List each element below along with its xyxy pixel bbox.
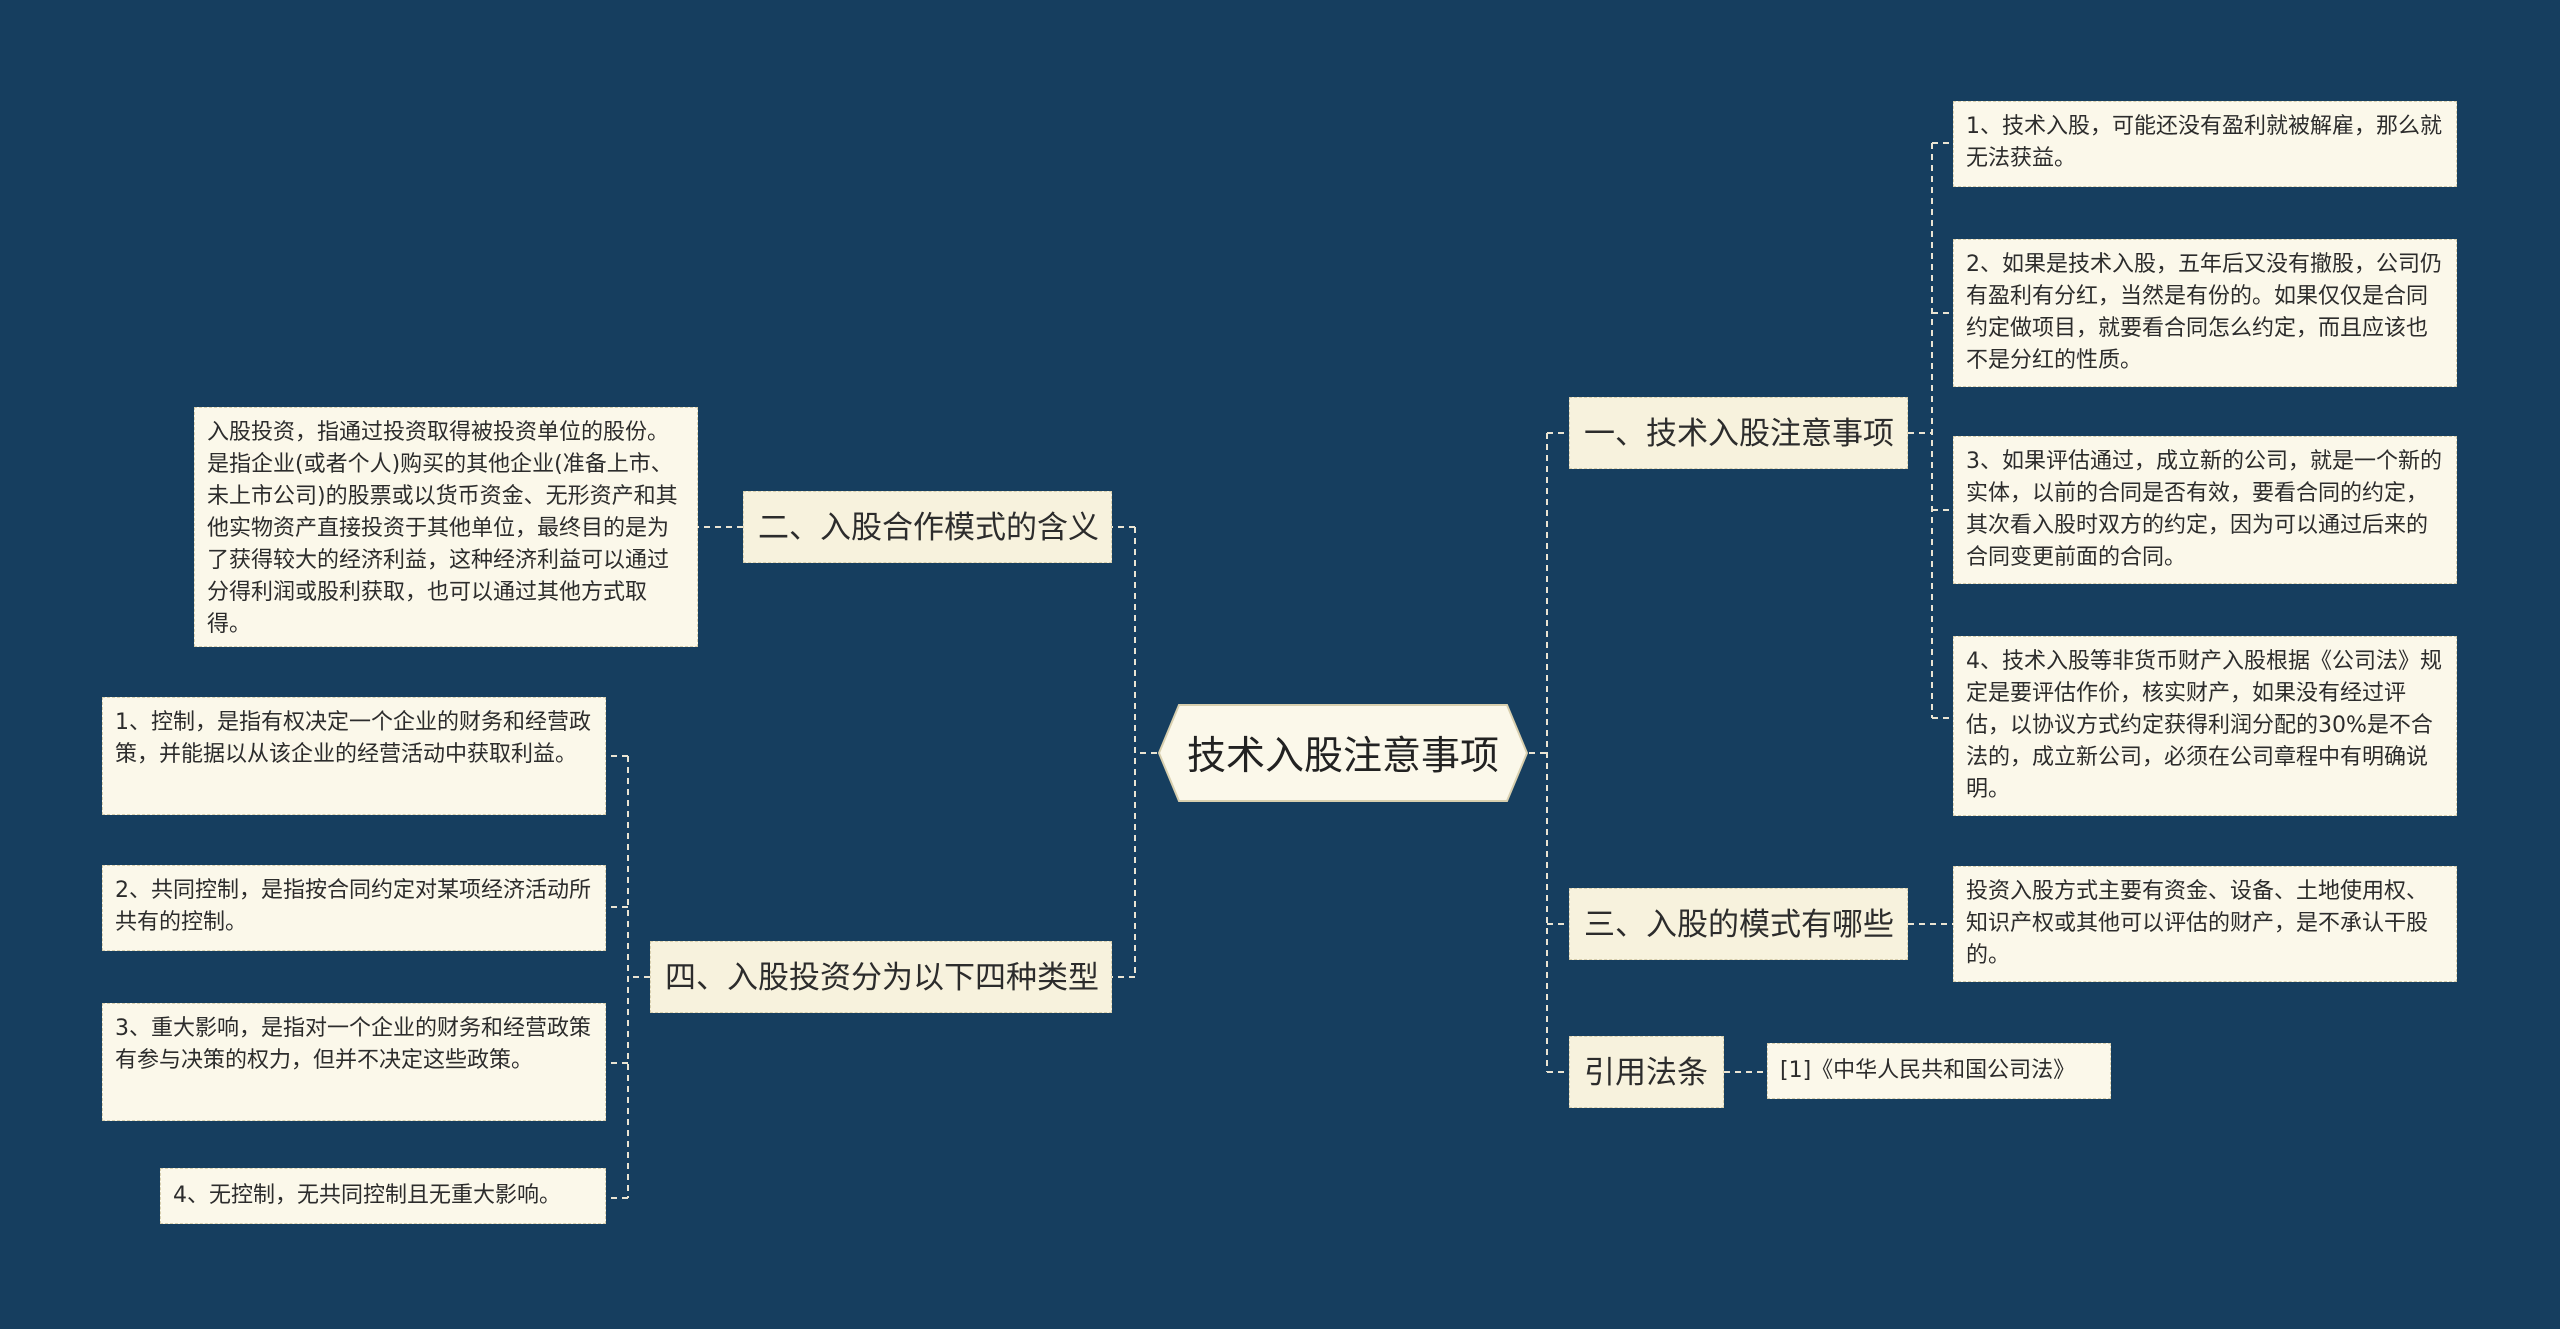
leaf-node-4-2[interactable]: 2、共同控制，是指按合同约定对某项经济活动所共有的控制。 bbox=[102, 865, 606, 951]
leaf-node-3-1[interactable]: 投资入股方式主要有资金、设备、土地使用权、知识产权或其他可以评估的财产，是不承认… bbox=[1953, 866, 2457, 982]
branch-node-2[interactable]: 二、入股合作模式的含义 bbox=[743, 491, 1112, 563]
leaf-node-1-2[interactable]: 2、如果是技术入股，五年后又没有撤股，公司仍有盈利有分红，当然是有份的。如果仅仅… bbox=[1953, 239, 2457, 387]
branch-node-4[interactable]: 四、入股投资分为以下四种类型 bbox=[650, 941, 1112, 1013]
branch-node-1[interactable]: 一、技术入股注意事项 bbox=[1569, 397, 1908, 469]
leaf-node-5-1[interactable]: [1]《中华人民共和国公司法》 bbox=[1767, 1043, 2111, 1099]
leaf-node-1-3[interactable]: 3、如果评估通过，成立新的公司，就是一个新的实体，以前的合同是否有效，要看合同的… bbox=[1953, 436, 2457, 584]
root-node[interactable]: 技术入股注意事项 bbox=[1157, 703, 1529, 803]
branch-node-3[interactable]: 三、入股的模式有哪些 bbox=[1569, 888, 1908, 960]
leaf-node-4-4[interactable]: 4、无控制，无共同控制且无重大影响。 bbox=[160, 1168, 606, 1224]
leaf-node-1-1[interactable]: 1、技术入股，可能还没有盈利就被解雇，那么就无法获益。 bbox=[1953, 101, 2457, 187]
leaf-node-2-1[interactable]: 入股投资，指通过投资取得被投资单位的股份。是指企业(或者个人)购买的其他企业(准… bbox=[194, 407, 698, 647]
leaf-node-4-1[interactable]: 1、控制，是指有权决定一个企业的财务和经营政策，并能据以从该企业的经营活动中获取… bbox=[102, 697, 606, 815]
branch-node-5[interactable]: 引用法条 bbox=[1569, 1036, 1724, 1108]
root-node-shape bbox=[1157, 704, 1529, 802]
leaf-node-4-3[interactable]: 3、重大影响，是指对一个企业的财务和经营政策有参与决策的权力，但并不决定这些政策… bbox=[102, 1003, 606, 1121]
root-node-label: 技术入股注意事项 bbox=[1186, 734, 1499, 779]
leaf-node-1-4[interactable]: 4、技术入股等非货币财产入股根据《公司法》规定是要评估作价，核实财产，如果没有经… bbox=[1953, 636, 2457, 816]
